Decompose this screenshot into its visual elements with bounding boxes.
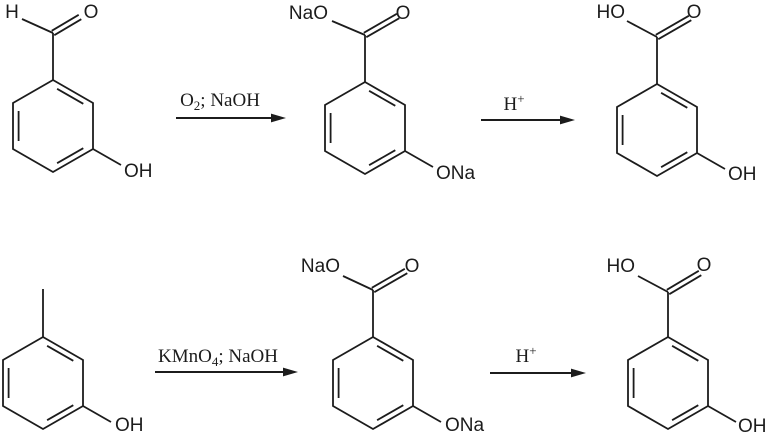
double-bond-inner (671, 345, 699, 362)
structure-sodium-benzoate-salt-top: NaO O ONa (289, 3, 476, 184)
structure-m-cresol: OH (2, 289, 144, 436)
arrowhead (560, 115, 575, 125)
carboxyl-ho-label: HO (607, 256, 636, 277)
arrowhead (283, 367, 298, 377)
carboxyl-ho-label: HO (597, 2, 626, 23)
double-bond-inner (660, 151, 688, 168)
double-bond-inner (368, 90, 396, 107)
double-bond-inner (660, 92, 688, 109)
carbonyl-double-bond (373, 272, 408, 293)
carbonyl-double-bond (657, 19, 692, 40)
benzene-ring (2, 335, 84, 431)
double-bond-inner (46, 345, 74, 362)
benzene-ring (12, 78, 94, 174)
reaction-arrow-kmno4-naoh: KMnO4; NaOH (155, 346, 298, 377)
carboxylate-nao-label: NaO (289, 3, 328, 24)
carbonyl-o-label: O (697, 255, 712, 276)
structure-3-hydroxybenzoic-acid-bottom: HO O OH (607, 255, 767, 437)
double-bond-inner (56, 88, 84, 105)
carbonyl-double-bond (666, 270, 700, 291)
carbonyl-double-bond (365, 17, 400, 38)
hydroxyl-label: OH (115, 415, 144, 436)
benzene-ring (616, 82, 698, 178)
double-bond-inner (368, 149, 396, 166)
carbonyl-o-label: O (396, 3, 411, 24)
hydroxyl-label: OH (738, 416, 767, 437)
hydroxyl-bond (92, 148, 122, 166)
carbonyl-double-bond (363, 13, 398, 34)
phenoxide-ona-label: ONa (445, 415, 485, 436)
arrowhead (271, 113, 286, 123)
carbonyl-o-label: O (405, 256, 420, 277)
double-bond-inner (56, 147, 84, 164)
reagent-label: H+ (515, 343, 536, 367)
phenoxide-bond (404, 150, 434, 168)
reagent-label: O2; NaOH (180, 90, 260, 113)
carbonyl-double-bond (371, 268, 406, 289)
double-bond-inner (671, 404, 699, 421)
hydroxyl-bond (82, 405, 112, 423)
reaction-arrow-acid-top: H+ (481, 91, 575, 125)
carbonyl-double-bond (668, 274, 702, 295)
carbonyl-double-bond (655, 15, 690, 36)
hydroxyl-bond (707, 405, 737, 423)
double-bond-inner (376, 345, 404, 362)
carbonyl-double-bond (53, 18, 82, 36)
reagent-label: KMnO4; NaOH (158, 346, 278, 369)
benzene-ring (627, 335, 709, 431)
carboxyl-oh-bond (626, 20, 658, 38)
aldehyde-h-bond (21, 18, 54, 34)
carbonyl-o-label: O (687, 2, 702, 23)
reaction-arrow-acid-bottom: H+ (490, 343, 586, 378)
carboxyl-oh-bond (637, 275, 669, 293)
benzene-ring (324, 80, 406, 176)
carboxylate-nao-label: NaO (301, 256, 340, 277)
double-bond-inner (46, 404, 74, 421)
carboxylate-o-bond (331, 20, 366, 36)
hydroxyl-bond (696, 152, 726, 170)
hydroxyl-label: OH (124, 161, 153, 182)
benzene-ring (332, 335, 414, 431)
structure-3-hydroxybenzaldehyde: H O OH (5, 2, 152, 182)
phenoxide-ona-label: ONa (436, 163, 476, 184)
arrowhead (571, 368, 586, 378)
structure-sodium-benzoate-salt-bottom: NaO O ONa (301, 256, 485, 436)
reaction-arrow-o2-naoh: O2; NaOH (176, 90, 286, 123)
reagent-label: H+ (503, 91, 524, 115)
aldehyde-h-label: H (5, 2, 19, 23)
carbonyl-double-bond (51, 14, 80, 32)
double-bond-inner (376, 404, 404, 421)
carbonyl-o-label: O (84, 2, 99, 23)
structure-3-hydroxybenzoic-acid-top: HO O OH (597, 2, 757, 185)
carboxylate-o-bond (342, 275, 374, 291)
phenoxide-bond (412, 405, 442, 423)
hydroxyl-label: OH (728, 164, 757, 185)
